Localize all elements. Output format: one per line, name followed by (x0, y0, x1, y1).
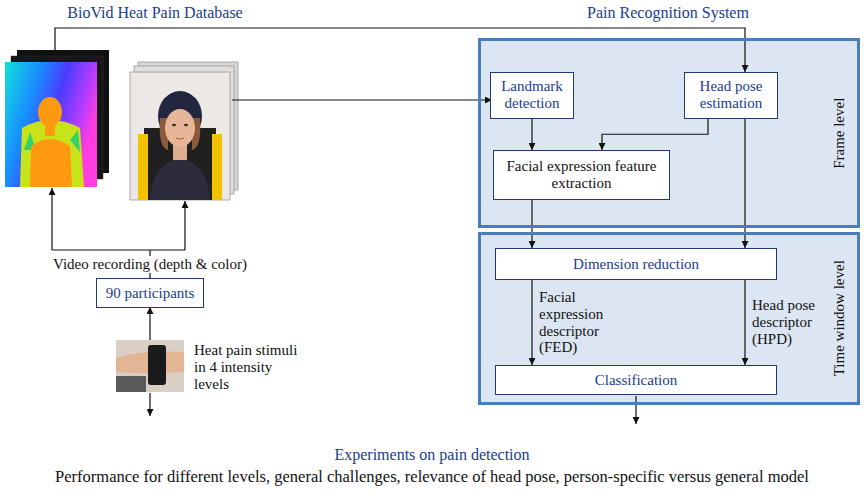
chair-side (138, 134, 148, 200)
section-heading: BioVid Heat Pain Database (67, 4, 242, 22)
chair-side (212, 134, 222, 200)
connector-arrow (531, 280, 532, 365)
level-label: Time window level (831, 260, 848, 376)
stimulus-arrow (149, 307, 150, 340)
section-heading: Pain Recognition System (587, 4, 749, 22)
eye (172, 124, 176, 127)
section-heading: Experiments on pain detection (334, 446, 529, 464)
box-label: Landmark detection (496, 78, 569, 112)
stimulus-label: Heat pain stimuli in 4 intensity levels (194, 342, 306, 393)
keyboard (116, 376, 146, 392)
depth-person-body (30, 139, 72, 187)
depth-person-head (38, 97, 62, 127)
panel-fill (478, 38, 860, 228)
box-label: 90 participants (106, 285, 195, 302)
connector-arrow (744, 280, 745, 365)
recording-line (52, 249, 185, 250)
level-label: Frame level (831, 97, 848, 168)
panel-fills (478, 38, 860, 405)
process-box: Classification (495, 365, 777, 395)
box-label: Dimension reduction (573, 256, 699, 273)
box-label: Classification (595, 372, 678, 389)
mouth (176, 138, 184, 139)
connector-arrow (531, 200, 532, 248)
connector-arrow (744, 119, 745, 249)
process-box: Head pose estimation (684, 72, 778, 119)
process-box: Facial expression feature extraction (493, 150, 670, 200)
output-arrow (635, 396, 636, 424)
box-label: Facial expression feature extraction (499, 158, 665, 192)
participants-box: 90 participants (96, 278, 204, 308)
recording-arrow (51, 188, 52, 250)
process-box: Landmark detection (490, 72, 574, 119)
color-image (130, 72, 230, 200)
person-torso (150, 158, 210, 200)
stimulus-photo (116, 340, 184, 392)
connector-arrow (531, 119, 532, 151)
depth-person-neck (45, 124, 55, 136)
panel-fill (478, 232, 860, 405)
connector-label: Head pose descriptor (HPD) (752, 297, 828, 348)
recording-arrow (184, 201, 185, 250)
flow-label: Video recording (depth & color) (50, 256, 250, 273)
chair-back (144, 128, 216, 200)
box-label: Head pose estimation (690, 78, 773, 112)
face (165, 109, 195, 147)
eye (184, 124, 188, 127)
color-arrow (232, 99, 492, 100)
connector-arrow (602, 119, 708, 151)
connector-label: Facial expression descriptor (FED) (539, 289, 627, 357)
frame-level-panel: Frame level Landmark detection Head pose e… (478, 38, 860, 228)
depth-chair (20, 120, 84, 187)
process-box: Dimension reduction (495, 248, 777, 280)
output-arrow (149, 393, 150, 416)
depth-image (5, 62, 97, 187)
depth-arrow (55, 28, 745, 72)
thermode (148, 345, 166, 385)
caption-note: Performance for different levels, genera… (55, 468, 809, 487)
